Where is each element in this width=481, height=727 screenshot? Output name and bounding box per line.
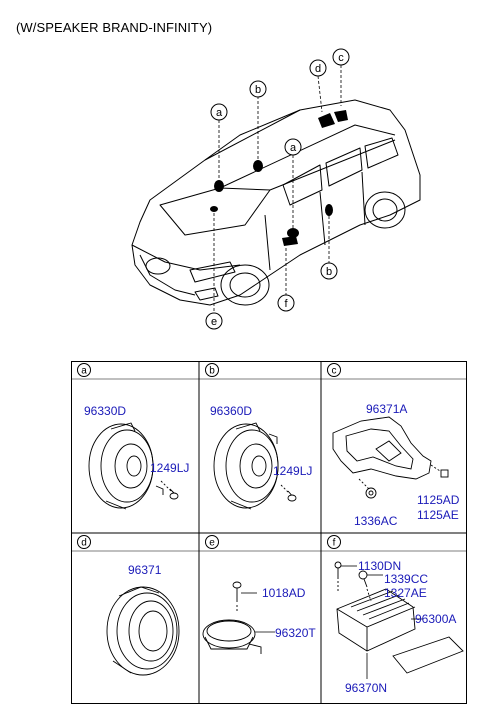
- panel-c-letter: c: [327, 363, 341, 377]
- amp-cover-96300A-drawing: [392, 636, 464, 674]
- part-96370N: 96370N: [345, 681, 387, 695]
- screw-b-drawing: [280, 484, 297, 502]
- part-96330D: 96330D: [84, 404, 126, 418]
- speaker-96360D-drawing: [213, 422, 279, 510]
- part-1249LJ-b: 1249LJ: [273, 464, 312, 478]
- enclosure-96371A-drawing: [332, 416, 432, 480]
- part-1339CC: 1339CC: [384, 572, 428, 586]
- screw-a-drawing: [160, 480, 179, 500]
- fasteners-c-drawing: [358, 464, 449, 499]
- svg-text:a: a: [290, 142, 297, 154]
- tweeter-96320T-drawing: [202, 581, 262, 654]
- callout-a-1: a: [210, 103, 228, 121]
- svg-text:b: b: [255, 84, 261, 96]
- svg-text:e: e: [209, 538, 215, 549]
- callout-e: e: [205, 312, 223, 330]
- panel-d-letter: d: [77, 535, 91, 549]
- svg-text:d: d: [81, 538, 87, 549]
- speaker-96330D-drawing: [88, 422, 164, 510]
- car-outline: [131, 99, 421, 306]
- part-1125AE: 1125AE: [417, 508, 459, 522]
- svg-text:f: f: [333, 538, 336, 549]
- part-96371: 96371: [128, 563, 162, 577]
- panel-e-letter: e: [205, 535, 219, 549]
- panel-b-letter: b: [205, 363, 219, 377]
- panel-f-letter: f: [327, 535, 341, 549]
- amplifier-96370N-drawing: [336, 588, 416, 652]
- callout-d: d: [309, 59, 327, 77]
- callout-f: f: [277, 294, 295, 312]
- diagram-title: (W/SPEAKER BRAND-INFINITY): [16, 20, 213, 35]
- callout-a-2: a: [284, 138, 302, 156]
- leader-lines: [213, 65, 342, 312]
- speaker-marks: [210, 110, 348, 246]
- svg-text:b: b: [326, 266, 332, 278]
- svg-text:f: f: [284, 298, 288, 310]
- part-1249LJ-a: 1249LJ: [150, 461, 189, 475]
- part-96371A: 96371A: [366, 402, 407, 416]
- part-1336AC: 1336AC: [354, 514, 398, 528]
- panel-a-letter: a: [77, 363, 91, 377]
- parts-grid: a b c d e f 96330D 1249LJ: [71, 361, 467, 704]
- part-1130DN: 1130DN: [358, 559, 401, 573]
- vehicle-overview: a b a d c f b e: [131, 48, 421, 330]
- callout-b-2: b: [320, 262, 338, 280]
- callout-b-1: b: [249, 80, 267, 98]
- part-96360D: 96360D: [210, 404, 252, 418]
- part-1125AD: 1125AD: [417, 493, 460, 507]
- part-1018AD: 1018AD: [262, 586, 306, 600]
- svg-text:c: c: [332, 366, 337, 377]
- svg-text:d: d: [315, 63, 321, 75]
- speaker-96371-drawing: [106, 586, 180, 676]
- svg-text:a: a: [216, 107, 223, 119]
- svg-text:b: b: [209, 366, 215, 377]
- svg-text:e: e: [211, 316, 217, 328]
- part-1327AE: 1327AE: [384, 586, 427, 600]
- part-96300A: 96300A: [415, 612, 456, 626]
- part-96320T: 96320T: [275, 626, 316, 640]
- svg-text:a: a: [81, 366, 87, 377]
- callouts: a b a d c f b e: [205, 48, 350, 330]
- callout-c: c: [332, 48, 350, 66]
- svg-text:c: c: [338, 52, 344, 64]
